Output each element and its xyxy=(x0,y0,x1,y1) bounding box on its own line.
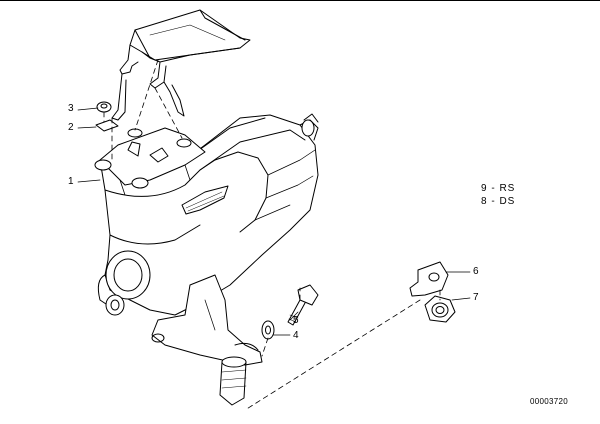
legend-ds: 8 - DS xyxy=(481,196,516,207)
washer-4 xyxy=(261,320,275,340)
callout-5: 5 xyxy=(293,315,299,326)
washer-2 xyxy=(95,119,119,132)
steering-gear-housing xyxy=(94,113,319,316)
leader-lines xyxy=(77,107,471,336)
pitman-arm xyxy=(151,274,263,406)
callout-2: 2 xyxy=(68,122,74,133)
alignment-lines xyxy=(103,59,441,411)
lock-plate-6 xyxy=(409,261,449,297)
mounting-bracket xyxy=(111,9,251,121)
nut-7 xyxy=(424,295,456,323)
callout-3: 3 xyxy=(68,103,74,114)
callout-4: 4 xyxy=(293,330,299,341)
document-number: 00003720 xyxy=(530,397,568,406)
nut-3 xyxy=(96,101,112,113)
legend-rs: 9 - RS xyxy=(481,183,516,194)
callout-1: 1 xyxy=(68,176,74,187)
frame-top-border xyxy=(0,0,600,1)
callout-7: 7 xyxy=(473,292,479,303)
callout-6: 6 xyxy=(473,266,479,277)
